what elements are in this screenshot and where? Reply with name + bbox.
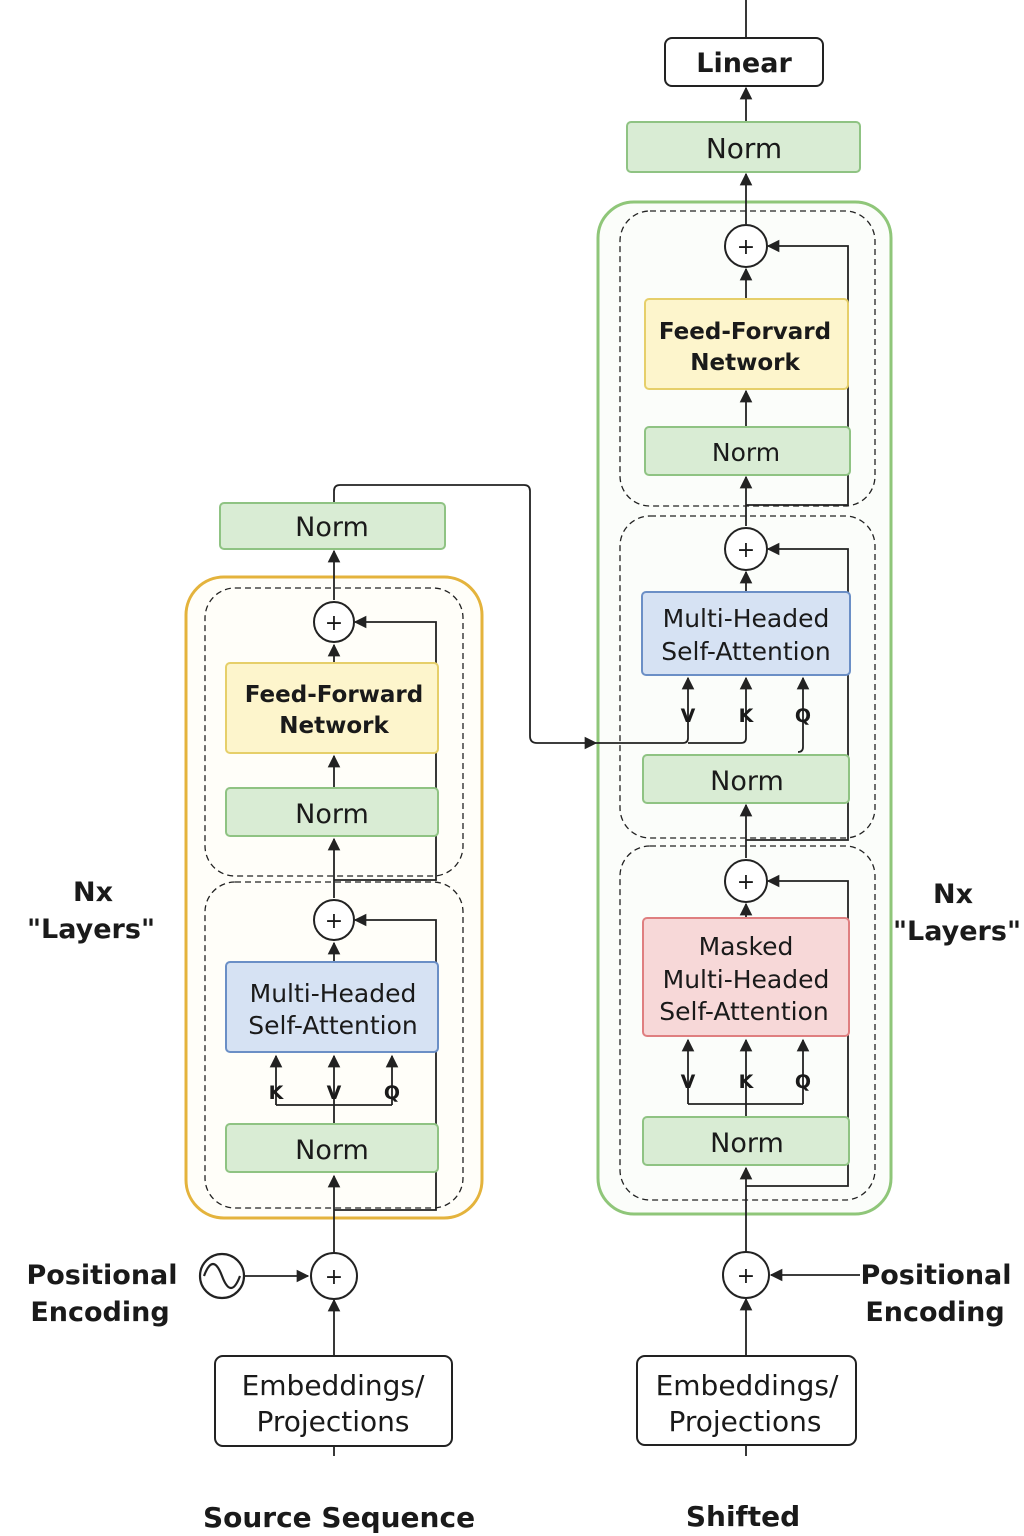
encoder-ffn-label-line2: Network [279,713,389,739]
encoder: Norm + + + Feed-Forward Network Norm M [26,484,598,1534]
encoder-attention-box [225,961,439,1053]
encoder-attention-label-line1: Multi-Headed [250,979,417,1008]
decoder-ffn-sublayer [619,210,876,507]
encoder-feed-forward-network: Feed-Forward Network [225,662,439,754]
decoder-embeddings: Embeddings/ Projections [636,1355,857,1446]
decoder: Linear Norm + + + + Feed-Forvard Netwo [596,0,1021,1533]
decoder-linear: Linear [664,37,824,87]
encoder-positional-encoding-line1: Positional [26,1260,177,1291]
encoder-ffn-norm-box [225,787,439,837]
encoder-attention-input-v: V [327,1082,342,1104]
encoder-final-norm-box [219,502,446,550]
encoder-ffn-residual-adder: + [313,601,355,643]
encoder-multi-head-attention: Multi-Headed Self-Attention [225,961,439,1053]
svg-text:+: + [325,1265,343,1290]
encoder-attention-norm-box [225,1123,439,1173]
encoder-repeat-label-line2: "Layers" [27,914,155,945]
decoder-cross-attention-input-v: V [681,705,696,727]
decoder-masked-attention-box [642,917,850,1037]
decoder-masked-attention-label-line3: Self-Attention [659,997,828,1026]
decoder-masked-attention-input-v: V [681,1071,696,1093]
decoder-masked-attention-sublayer [619,845,876,1201]
decoder-ffn-label-line1: Feed-Forvard [659,319,831,345]
encoder-positional-encoding-line2: Encoding [30,1297,169,1328]
encoder-attention-norm-label: Norm [295,1135,369,1166]
svg-text:+: + [325,611,343,636]
decoder-repeat-label-line1: Nx [933,879,973,910]
encoder-attention-norm: Norm [225,1123,439,1173]
decoder-masked-attention-residual-adder: + [724,859,768,903]
decoder-masked-attention-label-line2: Multi-Headed [663,965,830,994]
decoder-embeddings-box [636,1355,857,1446]
encoder-connectors [244,484,598,1456]
decoder-cross-attention: Multi-Headed Self-Attention [641,591,851,676]
decoder-positional-adder: + [722,1251,770,1299]
svg-text:+: + [325,909,343,934]
decoder-final-norm-box [626,121,861,173]
decoder-masked-attention-norm-box [642,1116,850,1166]
decoder-embeddings-label-line2: Projections [668,1405,821,1438]
encoder-input-label: Source Sequence [203,1501,475,1534]
decoder-repeat-label-line2: "Layers" [893,916,1021,947]
decoder-embeddings-label-line1: Embeddings/ [656,1369,839,1402]
encoder-attention-residual-adder: + [313,899,355,941]
svg-text:+: + [737,235,755,260]
encoder-embeddings: Embeddings/ Projections [214,1355,453,1447]
decoder-masked-attention-input-k: K [739,1071,755,1093]
decoder-final-norm: Norm [626,121,861,173]
encoder-embeddings-label-line2: Projections [256,1405,409,1438]
svg-text:+: + [737,538,755,563]
encoder-final-norm-label: Norm [295,512,369,543]
decoder-cross-attention-norm-label: Norm [710,766,784,797]
encoder-ffn-norm-label: Norm [295,799,369,830]
decoder-ffn-norm-label: Norm [712,438,780,467]
decoder-ffn-box [644,298,849,390]
encoder-embeddings-box [214,1355,453,1447]
decoder-positional-encoding-line2: Encoding [865,1297,1004,1328]
encoder-positional-adder: + [310,1252,358,1300]
decoder-cross-attention-label-line2: Self-Attention [661,637,830,666]
decoder-masked-attention-label-line1: Masked [699,932,794,961]
encoder-attention-label-line2: Self-Attention [248,1011,417,1040]
decoder-linear-box [664,37,824,87]
encoder-embeddings-label-line1: Embeddings/ [242,1369,425,1402]
decoder-masked-attention: Masked Multi-Headed Self-Attention [642,917,850,1037]
decoder-ffn-label-line2: Network [690,350,800,376]
decoder-masked-attention-norm: Norm [642,1116,850,1166]
encoder-ffn-label-line1: Feed-Forward [245,682,424,708]
decoder-ffn-residual-adder: + [724,224,768,268]
decoder-input-label: Shifted [686,1500,800,1533]
decoder-cross-attention-norm: Norm [642,754,850,804]
decoder-ffn-norm: Norm [644,426,851,476]
encoder-attention-input-q: Q [384,1082,400,1104]
decoder-cross-attention-input-q: Q [795,705,811,727]
decoder-feed-forward-network: Feed-Forvard Network [644,298,849,390]
decoder-cross-attention-norm-box [642,754,850,804]
svg-text:+: + [737,1264,755,1289]
decoder-cross-attention-box [641,591,851,676]
decoder-masked-attention-norm-label: Norm [710,1128,784,1159]
encoder-ffn-box [225,662,439,754]
decoder-masked-attention-input-q: Q [795,1071,811,1093]
encoder-ffn-norm: Norm [225,787,439,837]
encoder-attention-input-k: K [269,1082,285,1104]
encoder-sine-wave-icon [198,1252,246,1300]
decoder-cross-attention-residual-adder: + [724,527,768,571]
svg-text:+: + [737,870,755,895]
encoder-repeat-label-line1: Nx [73,877,113,908]
decoder-cross-attention-sublayer [619,515,876,839]
decoder-linear-label: Linear [696,48,792,79]
decoder-positional-encoding-line1: Positional [860,1260,1011,1291]
encoder-final-norm: Norm [219,502,446,550]
decoder-final-norm-label: Norm [706,132,782,165]
decoder-cross-attention-label-line1: Multi-Headed [663,604,830,633]
decoder-cross-attention-input-k: K [739,705,755,727]
decoder-ffn-norm-box [644,426,851,476]
